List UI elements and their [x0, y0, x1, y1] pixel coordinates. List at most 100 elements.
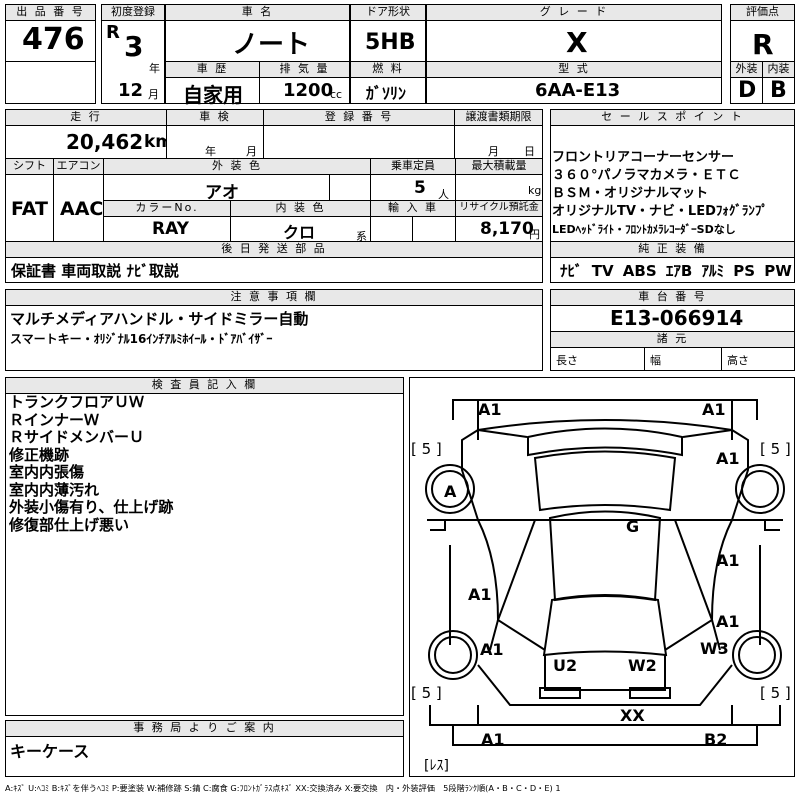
inspection-month-unit: 月 — [246, 145, 257, 158]
inspector-line: 室内内薄汚れ — [9, 480, 100, 499]
exterior-label: 外装 — [730, 61, 763, 78]
mileage-box — [5, 125, 167, 159]
interior-label: 内装 — [762, 61, 795, 78]
mark-right-front-door: A1 — [716, 612, 740, 631]
interior-box — [762, 77, 795, 104]
fuel: ｶﾞｿﾘﾝ — [366, 84, 407, 103]
displacement-unit: cc — [330, 88, 343, 101]
capacity-box — [370, 174, 456, 201]
office-label: 事 務 局 よ り ご 案 内 — [5, 720, 404, 737]
width-label: 幅 — [650, 354, 661, 367]
grade: X — [566, 26, 588, 59]
load-unit: kg — [528, 184, 542, 197]
mark-left-front-fender: A1 — [480, 640, 504, 659]
mark-rear-right: A1 — [702, 400, 726, 419]
mark-right-front-wheel: W3 — [700, 639, 729, 658]
door: 5HB — [365, 30, 416, 55]
tread-rear-right: [ 5 ] — [760, 440, 791, 458]
diagram-frame — [409, 377, 795, 777]
office-box — [5, 736, 404, 777]
mark-hood-right: W2 — [628, 656, 657, 675]
later-parts-label: 後 日 発 送 部 品 — [5, 241, 543, 258]
fuel-label: 燃 料 — [350, 61, 426, 78]
model-label: 型 式 — [426, 61, 722, 78]
mark-glass: G — [626, 517, 640, 536]
sales-line: オリジナルTV・ナビ・LEDﾌｫｸﾞﾗﾝﾌﾟ — [552, 204, 768, 219]
color-no-label: カラーNo. — [103, 200, 231, 217]
recycle-unit: 円 — [529, 228, 540, 241]
height-label: 高さ — [727, 354, 749, 367]
recycle-label: リサイクル預託金 — [455, 200, 543, 217]
recycle: 8,170 — [480, 219, 534, 239]
dims-length-box — [550, 347, 645, 371]
tread-rear-left: [ 5 ] — [411, 440, 442, 458]
inspection-box — [166, 125, 264, 159]
later-parts: 保証書 車両取説 ﾅﾋﾞ取説 — [11, 262, 179, 280]
mark-bumper-left: A1 — [481, 730, 505, 749]
tread-front-right: [ 5 ] — [760, 684, 791, 702]
int-color-box — [230, 216, 371, 242]
exterior-grade: D — [738, 78, 757, 103]
color-no-box — [103, 216, 231, 242]
model-box — [426, 77, 722, 104]
lot-number-label: 出 品 番 号 — [5, 4, 96, 21]
dims-width-box — [644, 347, 722, 371]
month-unit: 月 — [148, 88, 159, 101]
sales-box — [550, 125, 795, 242]
sales-line: ＢＳＭ・オリジナルマット — [552, 186, 709, 201]
inspection-year-unit: 年 — [205, 145, 216, 158]
sales-line: ３６０°パノラマカメラ・ＥＴＣ — [552, 168, 741, 183]
capacity: 5 — [414, 178, 426, 198]
sales-line: フロントリアコーナーセンサー — [552, 150, 735, 165]
car-name-label: 車 名 — [165, 4, 350, 21]
spare-tire-less: [ﾚｽ] — [424, 758, 449, 774]
import-box — [370, 216, 413, 242]
inspector-line: 修正機跡 — [9, 445, 70, 464]
int-color: クロ — [283, 223, 316, 242]
score: R — [752, 28, 774, 61]
lot-blank-box — [5, 61, 96, 104]
inspector-line: ＲインナーＷ — [9, 410, 100, 429]
dims-label: 諸 元 — [550, 331, 795, 348]
score-label: 評価点 — [730, 4, 795, 21]
tread-front-left: [ 5 ] — [411, 684, 442, 702]
notes-line-2: スマートキー・ｵﾘｼﾞﾅﾙ16ｲﾝﾁｱﾙﾐﾎｲｰﾙ・ﾄﾞｱﾊﾞｲｻﾞｰ — [10, 332, 273, 346]
displacement-label: 排 気 量 — [259, 61, 350, 78]
door-label: ドア形状 — [350, 4, 426, 21]
office-text: キーケース — [10, 742, 90, 761]
ext-color-extra-box — [329, 174, 371, 201]
inspector-line: 外装小傷有り、仕上げ跡 — [9, 498, 174, 516]
inspector-line: トランクフロアＵＷ — [9, 393, 145, 411]
int-color-label: 内 装 色 — [230, 200, 371, 217]
transfer-day-unit: 日 — [524, 145, 535, 158]
mark-right-rear-fender: A1 — [716, 449, 740, 468]
mark-right-rear-door: A1 — [716, 551, 740, 570]
model: 6AA-E13 — [535, 80, 621, 101]
mark-left-rear-wheel: A — [444, 482, 457, 501]
inspection-label: 車 検 — [166, 109, 264, 126]
shift: FAT — [11, 198, 48, 220]
mileage-unit: km — [144, 132, 174, 152]
legend: A:ｷｽﾞ U:ﾍｺﾐ B:ｷｽﾞを伴うﾍｺﾐ P:要塗装 W:補修跡 S:錆 … — [5, 783, 561, 793]
displacement: 1200 — [283, 80, 334, 101]
sales-label: セ ー ル ス ポ イ ン ト — [550, 109, 795, 126]
equipment: ﾅﾋﾞ TV ABS ｴｱB ｱﾙﾐ PS PW — [560, 262, 792, 280]
mark-front-panel: XX — [620, 706, 645, 725]
int-color-unit: 系 — [356, 230, 367, 243]
sales-line: LEDﾍｯﾄﾞﾗｲﾄ・ﾌﾛﾝﾄｶﾒﾗﾚｺｰﾀﾞｰSDなし — [552, 223, 736, 236]
fuel-box — [350, 77, 426, 104]
era: R — [106, 22, 120, 43]
mileage: 20,462 — [66, 130, 144, 154]
inspector-line: 修復部仕上げ悪い — [9, 515, 130, 534]
history: 自家用 — [183, 83, 243, 107]
ac-label: エアコン — [53, 158, 104, 175]
transfer-month-unit: 月 — [488, 145, 499, 158]
shift-label: シフト — [5, 158, 54, 175]
mileage-label: 走 行 — [5, 109, 167, 126]
inspector-box — [5, 393, 404, 716]
later-parts-box — [5, 257, 543, 283]
transfer-box — [454, 125, 543, 159]
chassis-number: E13-066914 — [610, 306, 744, 330]
reg-month: 12 — [118, 80, 144, 101]
chassis-label: 車 台 番 号 — [550, 289, 795, 306]
